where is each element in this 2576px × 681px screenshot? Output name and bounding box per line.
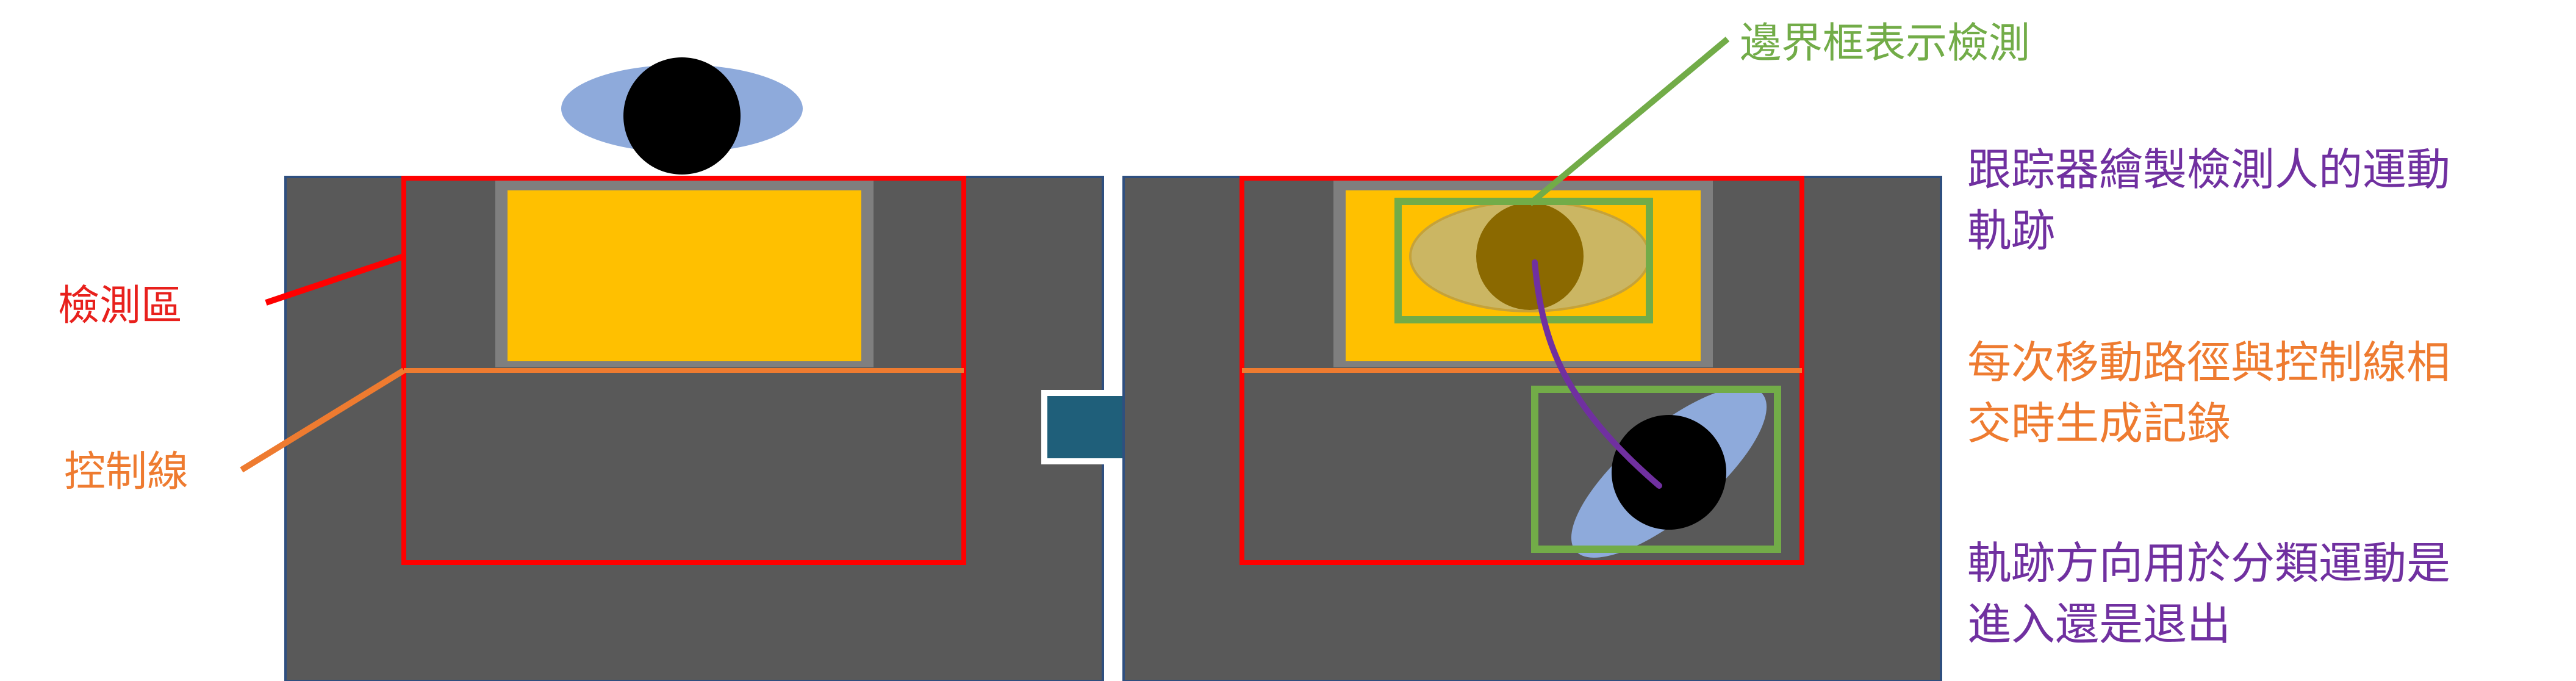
tracker-note: 跟踪器繪製檢測人的運動 軌跡: [1967, 139, 2450, 261]
person-previous-position: [1409, 200, 1651, 312]
record-note: 每次移動路徑與控制線相 交時生成記錄: [1967, 332, 2450, 454]
trajectory-path: [1532, 259, 1662, 489]
door: [508, 190, 861, 361]
bounding-box-previous: [1394, 198, 1653, 323]
person-current-position: [1571, 387, 1767, 558]
control-line-label: 控制線: [64, 448, 189, 496]
panel-after: [1122, 176, 1942, 681]
record-note-line-1: 每次移動路徑與控制線相: [1967, 337, 2451, 388]
tracker-note-line-2: 軌跡: [1967, 205, 2056, 256]
person-head-icon: [1476, 203, 1584, 310]
record-note-line-2: 交時生成記錄: [1967, 398, 2231, 449]
direction-note-line-1: 軌跡方向用於分類運動是: [1967, 538, 2451, 589]
detection-zone-label: 檢測區: [58, 282, 183, 330]
control-line-pointer: [240, 367, 406, 473]
bounding-box-label: 邊界框表示檢測: [1740, 20, 2031, 68]
tracker-note-line-1: 跟踪器繪製檢測人的運動: [1967, 144, 2451, 195]
detection-zone-pointer: [265, 253, 405, 306]
bounding-box-pointer: [1527, 37, 1730, 206]
person-head-icon: [1612, 415, 1726, 530]
bounding-box-current: [1531, 386, 1781, 553]
panel-before: [284, 57, 1104, 681]
direction-note-line-2: 進入還是退出: [1967, 599, 2231, 650]
person-head-icon: [623, 57, 741, 175]
door: [1346, 190, 1701, 361]
direction-note: 軌跡方向用於分類運動是 進入還是退出: [1967, 533, 2450, 655]
person-before: [561, 57, 803, 175]
